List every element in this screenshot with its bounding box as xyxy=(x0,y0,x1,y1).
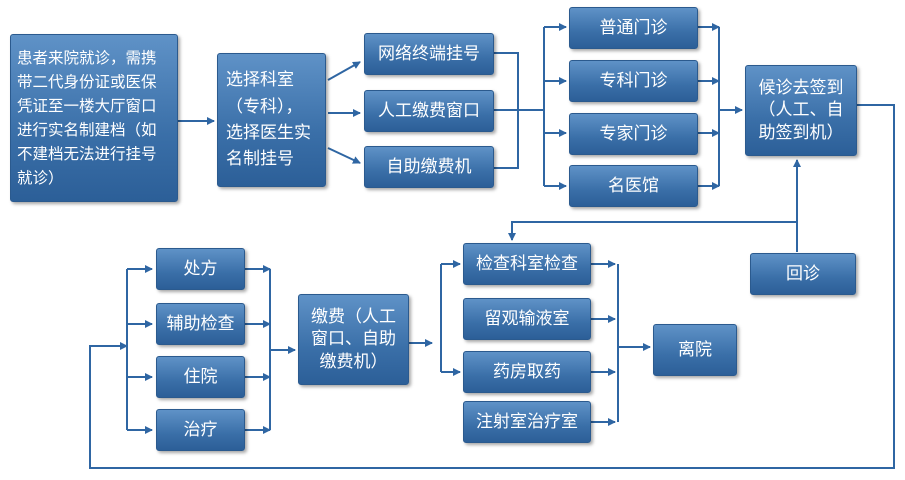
node-prescription: 处方 xyxy=(156,248,245,290)
node-general-clinic: 普通门诊 xyxy=(569,7,698,49)
node-wait-checkin: 候诊去签到（人工、自助签到机） xyxy=(745,65,857,156)
node-auxiliary-exam: 辅助检查 xyxy=(156,303,245,345)
node-observation-infusion: 留观输液室 xyxy=(463,298,591,340)
node-exam-department: 检查科室检查 xyxy=(463,243,591,285)
node-famous-doctors: 名医馆 xyxy=(569,165,698,207)
node-treatment: 治疗 xyxy=(156,409,245,451)
node-arrive: 患者来院就诊，需携带二代身份证或医保凭证至一楼大厅窗口进行实名制建档（如不建档无… xyxy=(10,34,178,202)
node-select-department: 选择科室（专科），选择医生实名制挂号 xyxy=(217,53,326,187)
node-network-registration: 网络终端挂号 xyxy=(364,33,494,75)
node-payment: 缴费（人工窗口、自助缴费机） xyxy=(298,294,409,385)
node-leave-hospital: 离院 xyxy=(653,324,737,376)
node-pharmacy: 药房取药 xyxy=(463,351,591,393)
node-manual-window: 人工缴费窗口 xyxy=(364,90,494,132)
node-specialty-clinic: 专科门诊 xyxy=(569,60,698,102)
node-revisit: 回诊 xyxy=(750,253,856,295)
node-injection-treatment-room: 注射室治疗室 xyxy=(463,401,591,443)
node-expert-clinic: 专家门诊 xyxy=(569,113,698,155)
node-self-service-machine: 自助缴费机 xyxy=(364,146,494,188)
node-hospitalization: 住院 xyxy=(156,356,245,398)
